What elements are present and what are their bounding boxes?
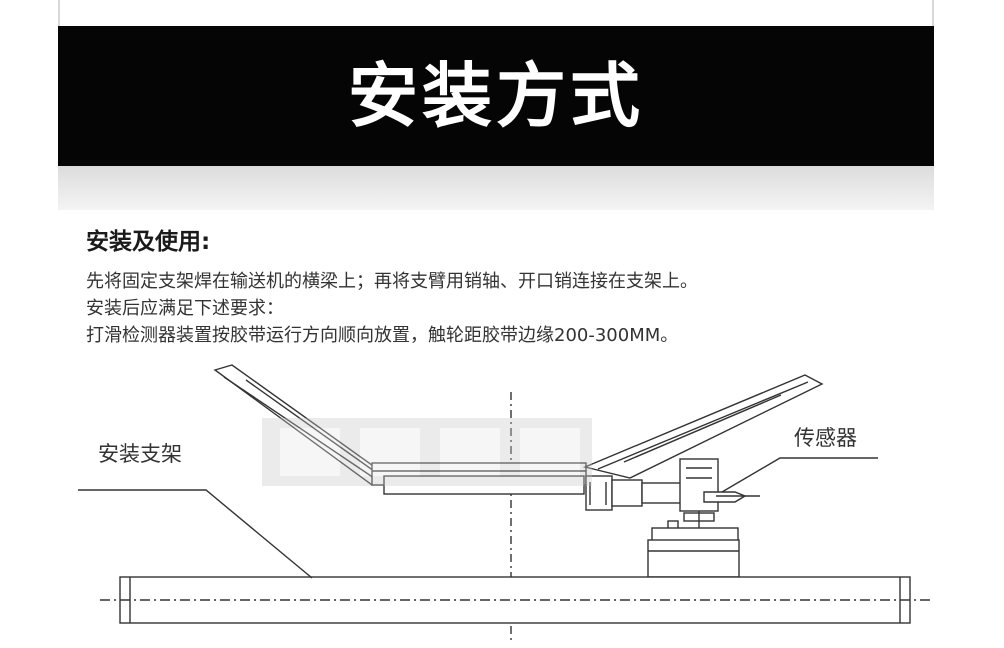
bracket-leader-line — [78, 489, 313, 579]
installation-diagram: 安装支架 传感器 — [78, 364, 930, 640]
center-idler-roller — [371, 462, 587, 495]
mounting-bracket — [100, 576, 930, 624]
sensor-assembly — [667, 458, 760, 532]
sensor-leader-line — [721, 457, 878, 493]
support-arm — [585, 475, 683, 511]
instruction-line-2: 安装后应满足下述要求： — [86, 298, 284, 319]
title-banner: 安装方式 — [58, 26, 934, 166]
top-border-strip — [58, 0, 934, 26]
instruction-line-1: 先将固定支架焊在输送机的横梁上；再将支臂用销轴、开口销连接在支架上。 — [86, 271, 698, 292]
watermark — [262, 418, 592, 486]
sensor-base — [647, 527, 740, 578]
instruction-line-3: 打滑检测器装置按胶带运行方向顺向放置，触轮距胶带边缘200-300MM。 — [86, 325, 679, 346]
page-title: 安装方式 — [348, 55, 644, 137]
section-heading: 安装及使用: — [86, 229, 211, 255]
gradient-band — [58, 166, 934, 210]
bracket-label: 安装支架 — [98, 442, 182, 466]
instruction-text: 先将固定支架焊在输送机的横梁上；再将支臂用销轴、开口销连接在支架上。 安装后应满… — [86, 268, 966, 349]
sensor-label: 传感器 — [794, 426, 857, 450]
right-idler-roller — [582, 374, 824, 479]
